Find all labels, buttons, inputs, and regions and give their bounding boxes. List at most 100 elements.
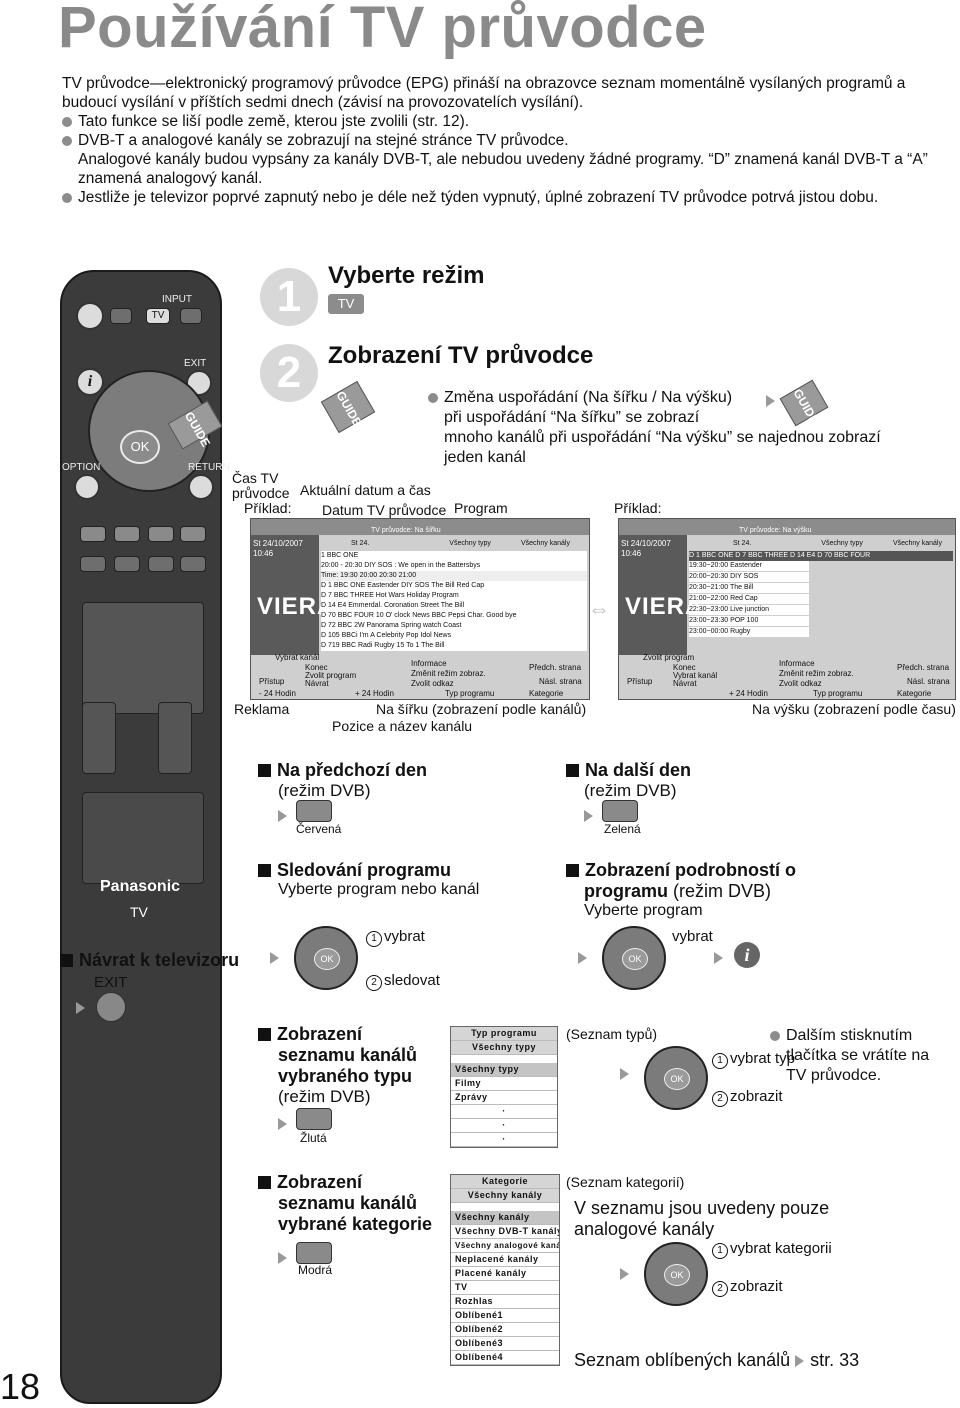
epg-row[interactable]: 19:30~20:00 Eastender [689, 561, 809, 571]
arrow-icon [584, 808, 599, 826]
remote-button[interactable] [110, 308, 132, 324]
epg-selected-program: 20:00 - 20:30 DIY SOS : We open in the B… [321, 561, 587, 571]
watch-subtitle: Vyberte program nebo kanál [278, 881, 480, 898]
epg-channels[interactable]: Všechny kanály [520, 540, 570, 547]
ok-button[interactable]: OK [120, 430, 160, 464]
epg-row[interactable]: 20:00~20:30 DIY SOS [689, 572, 809, 582]
arrow-icon [714, 950, 729, 968]
info-icon[interactable]: i [76, 368, 104, 396]
page-number: 18 [0, 1366, 41, 1407]
current-date-label: Aktuální datum a čas [300, 482, 431, 498]
ad-label: Reklama [234, 701, 290, 717]
list-item[interactable]: Všechny analogové kanály [451, 1239, 559, 1253]
example-label-2: Příklad: [614, 500, 662, 516]
epg-row[interactable]: D 14 E4 Emmerdal. Coronation Street The … [321, 601, 587, 611]
portrait-caption: Na výšku (zobrazení podle času) [752, 701, 956, 717]
categories-note-2: analogové kanály [574, 1219, 715, 1239]
list-header-value: Všechny typy [451, 1041, 557, 1055]
categories-title-3: vybrané kategorie [278, 1214, 433, 1234]
list-item[interactable]: Všechny DVB-T kanály [451, 1225, 559, 1239]
epg-row[interactable]: D 70 BBC FOUR 10 O' clock News BBC Pepsi… [321, 611, 587, 621]
layout-change-line-2: při uspořádání “Na šířku” se zobrazí [444, 409, 700, 426]
list-ellipsis: · [451, 1119, 557, 1133]
list-item[interactable]: Oblíbené1 [451, 1309, 559, 1323]
types-caption: (Seznam typů) [566, 1026, 658, 1042]
categories-note-1: V seznamu jsou uvedeny pouze [574, 1198, 830, 1218]
watch-title: Sledování programu [258, 860, 451, 881]
epg-row[interactable]: D 7 BBC THREE Hot Wars Holiday Program [321, 591, 587, 601]
list-item[interactable]: Oblíbené4 [451, 1351, 559, 1365]
epg-footer-item: Konec [673, 663, 696, 672]
ok-button: OK [664, 1068, 690, 1090]
epg-row[interactable]: 20:30~21:00 The Bill [689, 583, 809, 593]
red-button[interactable] [80, 526, 106, 542]
epg-row[interactable]: D 72 BBC 2W Panorama Spring watch Coast [321, 621, 587, 631]
number-pad[interactable] [82, 602, 204, 714]
list-item[interactable]: Všechny typy [451, 1063, 557, 1077]
list-header: Typ programu [451, 1027, 557, 1041]
blue-button[interactable] [180, 526, 206, 542]
guide-date-label: Datum TV průvodce [322, 502, 447, 518]
intro-text: TV průvodce—elektronický programový prův… [62, 74, 942, 207]
epg-side-panel: St 24/10/2007 10:46 VIERA [251, 535, 334, 655]
red-button-label: Červená [296, 822, 342, 836]
epg-row[interactable]: D 1 BBC ONE Eastender DIY SOS The Bill R… [321, 581, 587, 591]
epg-types[interactable]: Všechny typy [449, 540, 491, 547]
list-item[interactable]: Neplacené kanály [451, 1253, 559, 1267]
epg-row[interactable]: 21:00~22:00 Red Cap [689, 594, 809, 604]
list-item[interactable]: Oblíbené3 [451, 1337, 559, 1351]
channel-button[interactable] [158, 702, 192, 774]
list-item[interactable]: Oblíbené2 [451, 1323, 559, 1337]
details-title-2: programu (režim DVB) [584, 881, 772, 901]
green-button[interactable] [114, 526, 140, 542]
list-item[interactable]: Placené kanály [451, 1267, 559, 1281]
types-title-3: vybraného typu [278, 1066, 413, 1086]
yellow-button[interactable] [148, 526, 174, 542]
epg-header: TV průvodce: Na výšku [619, 519, 955, 535]
volume-button[interactable] [82, 702, 116, 774]
epg-row[interactable]: 23:00~00:00 Rugby [689, 627, 809, 637]
option-button[interactable] [74, 474, 100, 500]
epg-footer-item: Násl. strana [539, 677, 582, 686]
epg-footer-item: Zvolit program [643, 653, 695, 662]
epg-types[interactable]: Všechny typy [821, 540, 863, 547]
power-button[interactable] [76, 302, 104, 330]
details-title: Zobrazení podrobností o [566, 860, 796, 881]
list-item[interactable]: Filmy [451, 1077, 557, 1091]
arrow-icon [578, 950, 593, 968]
epg-channel-bar[interactable]: D 1 BBC ONE D 7 BBC THREE D 14 E4 D 70 B… [689, 551, 953, 561]
arrow-icon [278, 1116, 293, 1134]
step-1-number: 1 [260, 268, 318, 326]
step-1-title: Vyberte režim [328, 262, 485, 289]
epg-row[interactable]: D 105 BBCi I'm A Celebrity Pop Idol News [321, 631, 587, 641]
list-item[interactable]: Zprávy [451, 1091, 557, 1105]
step-2-number: 2 [260, 344, 318, 402]
remote-button[interactable] [80, 556, 106, 572]
list-item[interactable]: Všechny kanály [451, 1211, 559, 1225]
list-item[interactable]: TV [451, 1281, 559, 1295]
epg-footer-item: Přístup [627, 677, 653, 686]
return-button[interactable] [188, 474, 214, 500]
next-day-title: Na další den [566, 760, 691, 781]
remote-button[interactable] [148, 556, 174, 572]
green-button-label: Zelená [604, 822, 641, 836]
epg-row[interactable]: D 719 BBC Radi Rugby 15 To 1 The Bill [321, 641, 587, 651]
epg-channels[interactable]: Všechny kanály [892, 540, 942, 547]
remote-button[interactable] [180, 308, 202, 324]
epg-footer-item: Návrat [305, 679, 329, 688]
epg-side-panel: St 24/10/2007 10:46 VIERA [619, 535, 702, 655]
arrow-icon [76, 1000, 91, 1018]
tv-button[interactable]: TV [146, 308, 170, 324]
epg-footer-item: Konec [305, 663, 328, 672]
epg-row[interactable]: 23:00~23:30 POP 100 [689, 616, 809, 626]
media-buttons[interactable] [82, 792, 204, 884]
categories-title-2: seznamu kanálů [278, 1193, 418, 1213]
prev-day-title: Na předchozí den [258, 760, 427, 781]
remote-button[interactable] [114, 556, 140, 572]
step-2-title: Zobrazení TV průvodce [328, 342, 594, 369]
epg-color-button: + 24 Hodin [355, 689, 394, 698]
list-item[interactable]: Rozhlas [451, 1295, 559, 1309]
epg-row[interactable]: 22:30~23:00 Live junction [689, 605, 809, 615]
remote-button[interactable] [180, 556, 206, 572]
